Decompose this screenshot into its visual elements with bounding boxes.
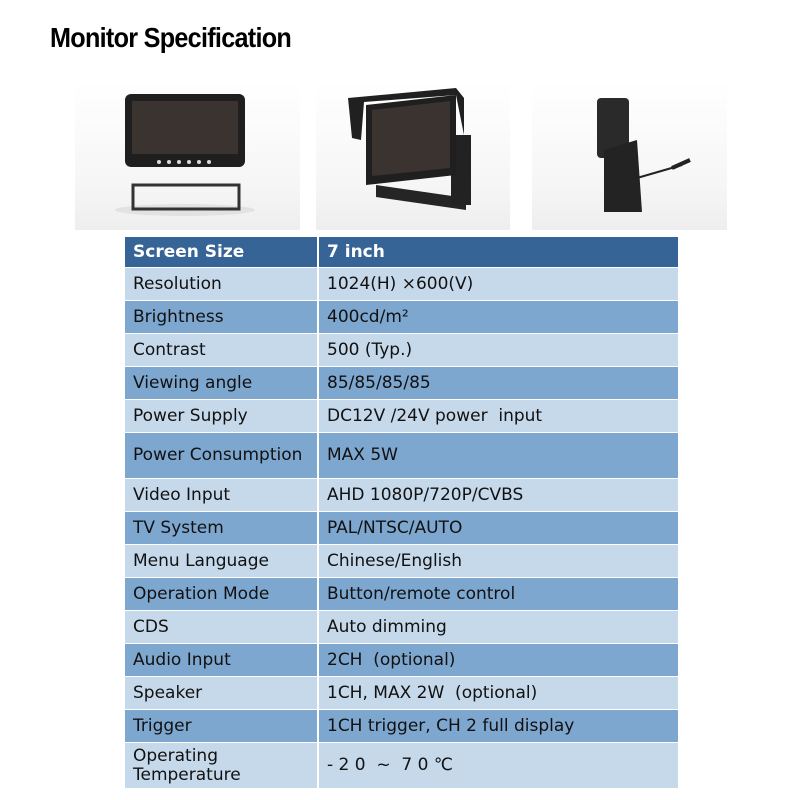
spec-key: TV System <box>125 511 319 545</box>
spec-key: Video Input <box>125 478 319 512</box>
spec-value: Chinese/English <box>318 544 678 578</box>
spec-value: 1CH, MAX 2W (optional) <box>318 676 678 710</box>
spec-key: Screen Size <box>125 237 319 268</box>
spec-key: Menu Language <box>125 544 319 578</box>
spec-value: 7 inch <box>318 237 678 268</box>
spec-value: PAL/NTSC/AUTO <box>318 511 678 545</box>
spec-key: Contrast <box>125 333 319 367</box>
spec-key: Brightness <box>125 300 319 334</box>
spec-value: 85/85/85/85 <box>318 366 678 400</box>
spec-row: Operating Temperature- 2 0 ~ 7 0 ℃ <box>125 742 678 789</box>
spec-key: Resolution <box>125 267 319 301</box>
monitor-front-photo <box>75 80 300 230</box>
monitor-side-photo <box>532 80 727 230</box>
spec-key: Power Supply <box>125 399 319 433</box>
spec-value: 500 (Typ.) <box>318 333 678 367</box>
spec-value: AHD 1080P/720P/CVBS <box>318 478 678 512</box>
spec-value: 2CH (optional) <box>318 643 678 677</box>
spec-key: Operation Mode <box>125 577 319 611</box>
spec-value: 1024(H) ×600(V) <box>318 267 678 301</box>
spec-key: Speaker <box>125 676 319 710</box>
spec-key: Trigger <box>125 709 319 743</box>
spec-key: CDS <box>125 610 319 644</box>
spec-value: 400cd/m² <box>318 300 678 334</box>
spec-value: Auto dimming <box>318 610 678 644</box>
spec-key: Audio Input <box>125 643 319 677</box>
spec-key: Viewing angle <box>125 366 319 400</box>
spec-key: Operating Temperature <box>125 742 319 789</box>
spec-value: - 2 0 ~ 7 0 ℃ <box>318 742 678 789</box>
spec-header-row: Screen Size 7 inch <box>125 237 678 268</box>
spec-value: 1CH trigger, CH 2 full display <box>318 709 678 743</box>
spec-value: DC12V /24V power input <box>318 399 678 433</box>
monitor-angled-photo <box>316 80 510 230</box>
spec-value: MAX 5W <box>318 432 678 479</box>
spec-key: Power Consumption <box>125 432 319 479</box>
spec-value: Button/remote control <box>318 577 678 611</box>
page-title: Monitor Specification <box>50 22 292 53</box>
